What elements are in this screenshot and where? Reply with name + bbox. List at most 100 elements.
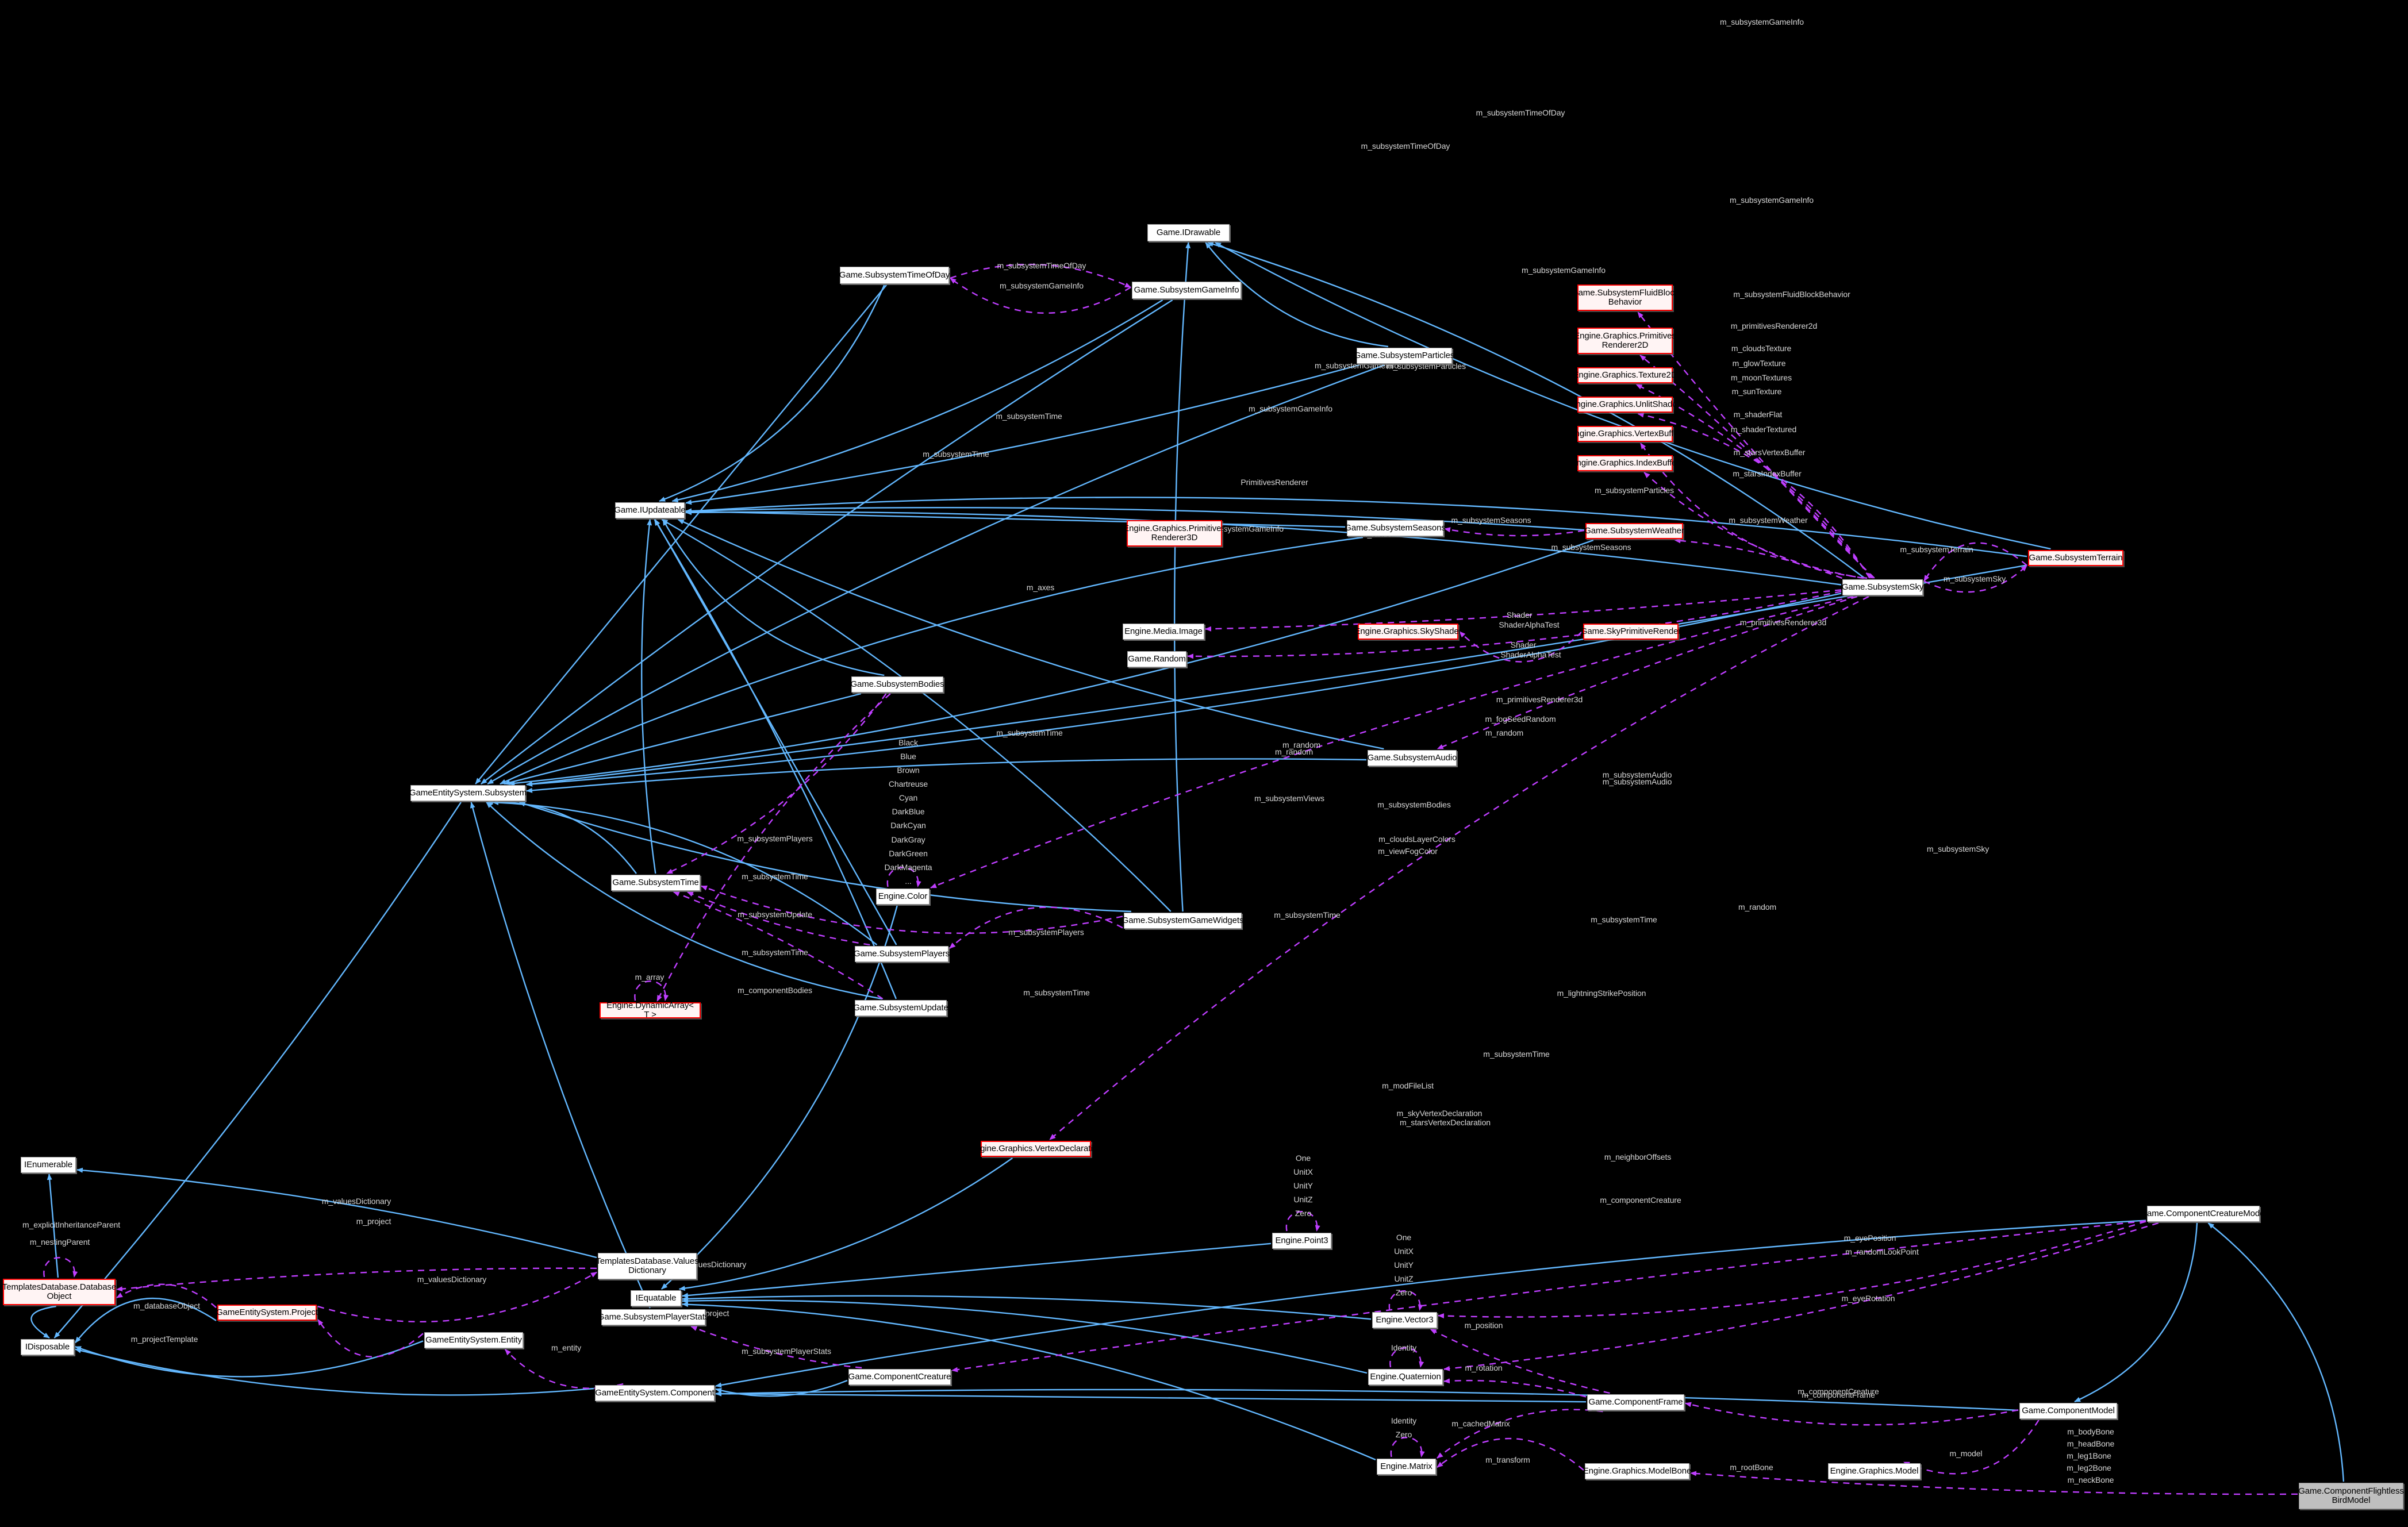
inheritance-edge: [682, 1302, 1376, 1461]
class-node-vertexbuffer[interactable]: Engine.Graphics.VertexBuffer: [1569, 426, 1681, 442]
edge-label: m_position: [1464, 1321, 1503, 1330]
class-node-subsys_update[interactable]: Game.SubsystemUpdate: [853, 1000, 948, 1016]
class-node-subsys_weather[interactable]: Game.SubsystemWeather: [1584, 523, 1684, 539]
class-node-matrix[interactable]: Engine.Matrix: [1377, 1459, 1436, 1475]
edge-label: m_array: [635, 972, 665, 982]
class-node-subsys_terrain[interactable]: Game.SubsystemTerrain: [2028, 550, 2123, 566]
edge-label: m_shaderTextured: [1730, 425, 1797, 434]
edge-label: m_subsystemPlayerStats: [742, 1347, 831, 1356]
class-node-iequatable[interactable]: IEquatable: [631, 1290, 681, 1306]
inheritance-edge: [1173, 242, 1191, 912]
edge-label: m_bodyBone: [2067, 1427, 2114, 1436]
edge-label: m_randomLookPoint: [1845, 1247, 1919, 1256]
edge-label: m_transform: [1485, 1455, 1530, 1464]
class-node-comp_model[interactable]: Game.ComponentModel: [2019, 1403, 2117, 1419]
edge-label: m_starsIndexBuffer: [1733, 469, 1802, 478]
class-node-skyprimrender[interactable]: Game.SkyPrimitiveRender: [1581, 624, 1681, 640]
edge-label: m_subsystemTime: [1591, 915, 1657, 924]
class-node-prim_renderer3d[interactable]: Engine.Graphics.Primitives Renderer3D: [1123, 520, 1226, 547]
class-node-subsys_time[interactable]: Game.SubsystemTime: [611, 875, 700, 891]
inheritance-edge: [508, 539, 1594, 786]
enum-constant-list-color-constants: Black Blue Brown Chartreuse Cyan DarkBlu…: [884, 738, 932, 886]
class-node-media_image[interactable]: Engine.Media.Image: [1123, 624, 1204, 640]
edge-label: m_project: [356, 1217, 391, 1226]
inheritance-edge: [671, 299, 1163, 503]
class-node-subsys_seasons[interactable]: Game.SubsystemSeasons: [1345, 520, 1446, 536]
usage-edge: [1187, 590, 1842, 659]
edge-label: m_rotation: [1465, 1363, 1503, 1372]
edge-label: m_subsystemAudio: [1602, 770, 1672, 779]
class-node-model[interactable]: Engine.Graphics.Model: [1828, 1463, 1921, 1479]
class-node-skyshader[interactable]: Engine.Graphics.SkyShader: [1355, 624, 1462, 640]
inheritance-edge: [492, 799, 878, 945]
class-node-ges_entity[interactable]: GameEntitySystem.Entity: [424, 1332, 523, 1348]
class-node-subsys_playerstats[interactable]: Game.SubsystemPlayerStats: [598, 1309, 709, 1325]
edge-label: m_subsystemWeather: [1729, 516, 1808, 525]
usage-edge: [951, 1220, 2146, 1372]
edge-label: m_random: [1485, 728, 1524, 737]
edge-label: m_subsystemViews: [1254, 794, 1324, 803]
class-node-comp_frame[interactable]: Game.ComponentFrame: [1587, 1394, 1684, 1410]
edge-label: m_subsystemPlayers: [737, 834, 813, 843]
class-node-point3[interactable]: Engine.Point3: [1272, 1233, 1331, 1249]
edge-label: m_subsystemFluidBlockBehavior: [1733, 290, 1850, 299]
usage-edge: [1205, 589, 1842, 632]
class-node-comp_creature[interactable]: Game.ComponentCreature: [848, 1369, 951, 1385]
class-node-unlitshader[interactable]: Engine.Graphics.UnlitShader: [1570, 397, 1680, 413]
edge-label: m_viewFogColor: [1378, 847, 1438, 856]
class-node-comp_creaturemodel[interactable]: Game.ComponentCreatureModel: [2140, 1206, 2267, 1222]
inheritance-edge: [662, 519, 885, 676]
class-node-dynamicarray[interactable]: Engine.DynamicArray< T >: [600, 1001, 701, 1020]
class-node-modelbone[interactable]: Engine.Graphics.ModelBone: [1583, 1463, 1691, 1479]
class-node-vertexdecl[interactable]: Engine.Graphics.VertexDeclaration: [970, 1141, 1102, 1157]
usage-edge: [886, 867, 921, 887]
class-node-subsys_players[interactable]: Game.SubsystemPlayers: [854, 946, 950, 962]
class-node-quaternion[interactable]: Engine.Quaternion: [1368, 1369, 1443, 1385]
usage-edge: [1049, 595, 1869, 1140]
inheritance-edge: [486, 799, 637, 874]
inheritance-edge: [487, 364, 1385, 785]
class-node-ienumerable[interactable]: IEnumerable: [21, 1157, 76, 1173]
class-node-tdb_dbobject[interactable]: TemplatesDatabase.Database Object: [2, 1279, 116, 1305]
class-node-idrawable[interactable]: Game.IDrawable: [1147, 224, 1230, 241]
class-node-subsys_gameinfo[interactable]: Game.SubsystemGameInfo: [1132, 282, 1241, 299]
edge-label: m_subsystemSky: [1926, 844, 1990, 853]
edge-label: m_componentBodies: [738, 986, 812, 995]
edge-label: PrimitivesRenderer: [1241, 478, 1308, 487]
class-node-subsys_bodies[interactable]: Game.SubsystemBodies: [850, 676, 944, 693]
usage-edge: [1923, 565, 2027, 593]
class-node-tdb_values[interactable]: TemplatesDatabase.Values Dictionary: [596, 1253, 699, 1279]
class-node-engine_color[interactable]: Engine.Color: [876, 888, 930, 905]
edge-label: m_componentCreature: [1798, 1387, 1879, 1396]
edge-label: m_subsystemPlayers: [1008, 928, 1084, 937]
class-node-indexbuffer[interactable]: Engine.Graphics.IndexBuffer: [1571, 455, 1680, 471]
class-node-subsys_audio[interactable]: Game.SubsystemAudio: [1368, 750, 1457, 766]
usage-edge: [1459, 631, 1583, 663]
edge-label: m_shaderFlat: [1733, 410, 1783, 419]
class-node-subsys_fluidblock[interactable]: Game.SubsystemFluidBlock Behavior: [1572, 284, 1679, 311]
class-node-ges_subsystem[interactable]: GameEntitySystem.Subsystem: [409, 785, 527, 801]
usage-edge: [1923, 542, 2027, 582]
class-node-subsys_tod[interactable]: Game.SubsystemTimeOfDay: [839, 267, 950, 284]
class-node-prim_renderer2d[interactable]: Engine.Graphics.Primitives Renderer2D: [1574, 328, 1676, 354]
usage-edge: [504, 1349, 624, 1389]
class-node-ges_component[interactable]: GameEntitySystem.Component: [595, 1385, 715, 1401]
class-node-subsys_particles[interactable]: Game.SubsystemParticles: [1354, 348, 1454, 364]
usage-edge: [1389, 1347, 1424, 1368]
edge-label: m_cloudsLayerColors: [1378, 834, 1455, 844]
class-node-ges_project[interactable]: GameEntitySystem.Project: [216, 1305, 318, 1321]
class-node-subsys_sky[interactable]: Game.SubsystemSky: [1842, 579, 1923, 595]
class-node-texture2d[interactable]: Engine.Graphics.Texture2D: [1573, 367, 1677, 383]
class-node-idisposable[interactable]: IDisposable: [21, 1339, 74, 1355]
inheritance-edge: [519, 801, 1131, 913]
class-node-vector3[interactable]: Engine.Vector3: [1372, 1312, 1437, 1328]
class-node-subsys_gamewidgets[interactable]: Game.SubsystemGameWidgets: [1122, 913, 1243, 929]
edge-label: m_subsystemBodies: [1377, 800, 1451, 809]
usage-edge: [1685, 1402, 2019, 1426]
edge-label: m_subsystemUpdate: [738, 910, 812, 919]
usage-edge: [1437, 595, 1858, 750]
class-node-iupdateable[interactable]: Game.IUpdateable: [614, 502, 686, 518]
class-node-random[interactable]: Game.Random: [1127, 651, 1186, 667]
class-node-comp_flightless[interactable]: Game.ComponentFlightless BirdModel: [2298, 1483, 2404, 1509]
inheritance-edge: [2074, 1222, 2198, 1403]
